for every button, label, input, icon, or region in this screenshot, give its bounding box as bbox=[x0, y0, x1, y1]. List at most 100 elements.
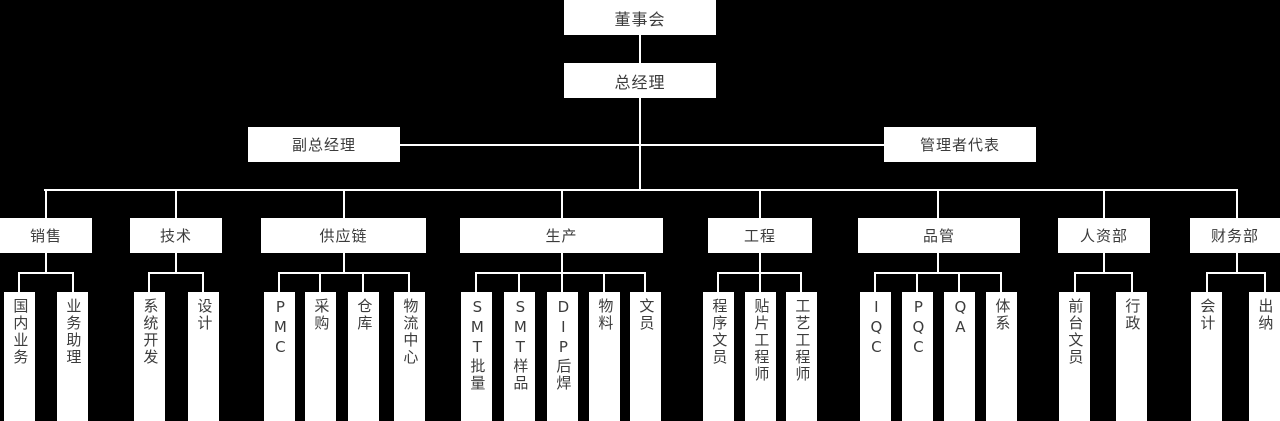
node-leaf-label: PMC bbox=[271, 298, 290, 358]
node-deputy-general-manager[interactable]: 副总经理 bbox=[248, 127, 400, 162]
node-leaf-finance-cashier[interactable]: 出纳 bbox=[1249, 292, 1280, 421]
node-leaf-engineering-smt-engineer[interactable]: 贴片工程师 bbox=[745, 292, 776, 421]
node-leaf-label: 采购 bbox=[312, 298, 331, 332]
node-leaf-production-clerk[interactable]: 文员 bbox=[630, 292, 661, 421]
connector-drop-sales bbox=[45, 253, 47, 273]
node-leaf-supply-chain-warehouse[interactable]: 仓库 bbox=[348, 292, 379, 421]
node-leaf-technology-design[interactable]: 设计 bbox=[188, 292, 219, 421]
node-leaf-production-materials[interactable]: 物料 bbox=[589, 292, 620, 421]
node-department-finance[interactable]: 财务部 bbox=[1190, 218, 1280, 253]
connector-stem-hr-1 bbox=[1131, 272, 1133, 292]
connector-stem-production-2 bbox=[561, 272, 563, 292]
connector-department-bus bbox=[44, 189, 1238, 191]
connector-dept-stem-quality bbox=[937, 189, 939, 218]
node-leaf-label: IQC bbox=[867, 298, 886, 358]
connector-stem-quality-3 bbox=[1000, 272, 1002, 292]
node-leaf-label: 程序文员 bbox=[710, 298, 729, 366]
node-leaf-label: 贴片工程师 bbox=[752, 298, 771, 383]
connector-stem-engineering-1 bbox=[759, 272, 761, 292]
connector-stem-finance-1 bbox=[1264, 272, 1266, 292]
node-department-engineering[interactable]: 工程 bbox=[708, 218, 812, 253]
node-leaf-label: 业务助理 bbox=[64, 298, 83, 366]
node-leaf-label: 仓库 bbox=[355, 298, 374, 332]
connector-stem-sales-0 bbox=[18, 272, 20, 292]
node-leaf-quality-qa[interactable]: QA bbox=[944, 292, 975, 421]
connector-drop-finance bbox=[1236, 253, 1238, 273]
node-department-hr-label: 人资部 bbox=[1079, 227, 1128, 245]
node-general-manager[interactable]: 总经理 bbox=[564, 63, 716, 98]
connector-dept-stem-production bbox=[561, 189, 563, 218]
node-leaf-engineering-program-clerk[interactable]: 程序文员 bbox=[703, 292, 734, 421]
connector-bus-supply-chain bbox=[278, 272, 410, 274]
node-leaf-label: 体系 bbox=[993, 298, 1012, 332]
node-leaf-label: SMT样品 bbox=[511, 298, 530, 392]
node-department-quality-label: 品管 bbox=[922, 227, 955, 245]
connector-stem-technology-1 bbox=[202, 272, 204, 292]
node-leaf-sales-assistant[interactable]: 业务助理 bbox=[57, 292, 88, 421]
connector-stem-quality-2 bbox=[958, 272, 960, 292]
node-department-sales-label: 销售 bbox=[29, 227, 62, 245]
connector-mid-bus bbox=[400, 144, 884, 146]
connector-stem-quality-1 bbox=[916, 272, 918, 292]
node-management-representative[interactable]: 管理者代表 bbox=[884, 127, 1036, 162]
connector-dept-stem-engineering bbox=[759, 189, 761, 218]
node-general-manager-label: 总经理 bbox=[614, 72, 666, 92]
connector-stem-technology-0 bbox=[148, 272, 150, 292]
node-leaf-label: QA bbox=[951, 298, 970, 338]
node-department-supply-chain[interactable]: 供应链 bbox=[261, 218, 426, 253]
node-leaf-label: 物流中心 bbox=[401, 298, 420, 366]
connector-stem-sales-1 bbox=[72, 272, 74, 292]
connector-drop-quality bbox=[937, 253, 939, 273]
node-leaf-finance-accountant[interactable]: 会计 bbox=[1191, 292, 1222, 421]
connector-stem-production-3 bbox=[603, 272, 605, 292]
node-leaf-supply-chain-purchasing[interactable]: 采购 bbox=[305, 292, 336, 421]
node-department-production-label: 生产 bbox=[545, 227, 578, 245]
connector-drop-supply-chain bbox=[343, 253, 345, 273]
connector-dept-stem-hr bbox=[1103, 189, 1105, 218]
node-leaf-sales-domestic-business[interactable]: 国内业务 bbox=[4, 292, 35, 421]
connector-dept-stem-finance bbox=[1236, 189, 1238, 218]
connector-drop-hr bbox=[1103, 253, 1105, 273]
node-leaf-production-dip-soldering[interactable]: DIP后焊 bbox=[547, 292, 578, 421]
node-leaf-label: 出纳 bbox=[1256, 298, 1275, 332]
node-leaf-quality-iqc[interactable]: IQC bbox=[860, 292, 891, 421]
node-department-technology[interactable]: 技术 bbox=[130, 218, 222, 253]
connector-stem-production-1 bbox=[518, 272, 520, 292]
node-leaf-engineering-process-engineer[interactable]: 工艺工程师 bbox=[786, 292, 817, 421]
node-leaf-production-smt-mass[interactable]: SMT批量 bbox=[461, 292, 492, 421]
connector-stem-supply-chain-2 bbox=[362, 272, 364, 292]
connector-drop-engineering bbox=[759, 253, 761, 273]
node-leaf-hr-administration[interactable]: 行政 bbox=[1116, 292, 1147, 421]
node-department-hr[interactable]: 人资部 bbox=[1058, 218, 1150, 253]
node-leaf-label: PQC bbox=[909, 298, 928, 358]
connector-drop-production bbox=[561, 253, 563, 273]
node-leaf-label: 会计 bbox=[1198, 298, 1217, 332]
node-leaf-hr-front-desk-clerk[interactable]: 前台文员 bbox=[1059, 292, 1090, 421]
node-department-sales[interactable]: 销售 bbox=[0, 218, 92, 253]
node-leaf-label: DIP后焊 bbox=[554, 298, 573, 392]
node-leaf-label: 前台文员 bbox=[1066, 298, 1085, 366]
node-department-production[interactable]: 生产 bbox=[460, 218, 663, 253]
connector-bus-hr bbox=[1074, 272, 1133, 274]
connector-dept-stem-technology bbox=[175, 189, 177, 218]
connector-stem-supply-chain-3 bbox=[408, 272, 410, 292]
node-leaf-technology-system-development[interactable]: 系统开发 bbox=[134, 292, 165, 421]
node-leaf-supply-chain-pmc[interactable]: PMC bbox=[264, 292, 295, 421]
node-leaf-quality-system[interactable]: 体系 bbox=[986, 292, 1017, 421]
node-leaf-quality-pqc[interactable]: PQC bbox=[902, 292, 933, 421]
connector-bus-production bbox=[475, 272, 646, 274]
node-leaf-supply-chain-logistics-center[interactable]: 物流中心 bbox=[394, 292, 425, 421]
connector-drop-technology bbox=[175, 253, 177, 273]
connector-stem-engineering-0 bbox=[717, 272, 719, 292]
node-department-quality[interactable]: 品管 bbox=[858, 218, 1020, 253]
connector-stem-supply-chain-0 bbox=[278, 272, 280, 292]
node-board[interactable]: 董事会 bbox=[564, 0, 716, 35]
node-leaf-production-smt-sample[interactable]: SMT样品 bbox=[504, 292, 535, 421]
connector-stem-hr-0 bbox=[1074, 272, 1076, 292]
node-board-label: 董事会 bbox=[614, 9, 666, 29]
connector-stem-production-0 bbox=[475, 272, 477, 292]
node-leaf-label: 行政 bbox=[1123, 298, 1142, 332]
connector-bus-sales bbox=[18, 272, 74, 274]
connector-stem-supply-chain-1 bbox=[319, 272, 321, 292]
